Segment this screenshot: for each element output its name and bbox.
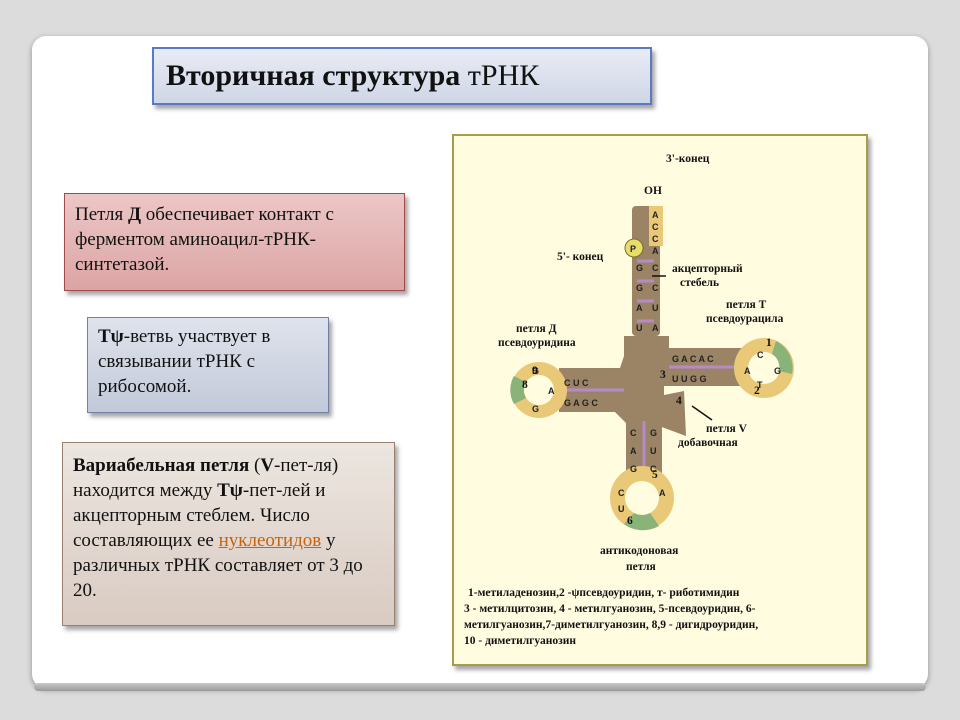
svg-text:A: A: [744, 366, 751, 376]
svg-text:A: A: [659, 488, 666, 498]
svg-text:G A G C: G A G C: [564, 398, 598, 408]
svg-text:C: C: [652, 263, 659, 273]
svg-text:C: C: [630, 428, 637, 438]
svg-text:U: U: [636, 323, 643, 333]
acceptor-label-2: стебель: [680, 277, 719, 289]
t-branch-note-text: -ветвь участвует в связывании тРНК с риб…: [98, 326, 271, 397]
t-loop-label-1: петля Т: [726, 299, 767, 311]
d-loop-label-2: псевдоуридина: [498, 337, 576, 349]
slide-title: Вторичная структура тРНК: [152, 47, 652, 105]
mod-1: 1: [766, 337, 772, 349]
d-loop-note-text: обеспечивает контакт с ферментом аминоац…: [75, 204, 334, 275]
variable-loop-bold1: Вариабельная петля: [73, 455, 250, 476]
svg-text:A: A: [652, 210, 659, 220]
end5-label: 5'- конец: [557, 251, 604, 263]
variable-loop-note: Вариабельная петля (V-пет-ля) находится …: [62, 442, 395, 626]
svg-text:G: G: [650, 428, 657, 438]
svg-text:C U C: C U C: [564, 378, 589, 388]
mod-2: 2: [754, 385, 760, 397]
variable-loop-t4: у различных тРНК составляет от 3 до 20.: [73, 530, 363, 601]
t-branch-note-bold: Тψ: [98, 326, 124, 347]
svg-text:T: T: [757, 380, 763, 390]
variable-loop-bold2: V: [260, 455, 275, 476]
v-loop-label-2: добавочная: [678, 437, 738, 449]
d-loop-label-1: петля Д: [516, 323, 557, 335]
t-branch-note: Тψ-ветвь участвует в связывании тРНК с р…: [87, 317, 329, 413]
svg-text:A: A: [630, 446, 637, 456]
svg-text:U: U: [652, 303, 659, 313]
legend-line-1: 1-метиладенозин,2 -ψпсевдоуридин, т- риб…: [468, 587, 740, 599]
d-loop-note: Петля Д обеспечивает контакт с ферментом…: [64, 193, 405, 291]
svg-text:A: A: [548, 386, 555, 396]
legend-line-2: 3 - метилцитозин, 4 - метилгуанозин, 5-п…: [464, 603, 756, 615]
variable-loop-t3: -пет-лей и акцепторным стеблем. Число со…: [73, 480, 326, 551]
v-loop-label-1: петля V: [706, 423, 748, 435]
acceptor-end: [649, 206, 663, 246]
slide-bottom-bar: [34, 683, 926, 691]
svg-text:U: U: [618, 504, 625, 514]
svg-text:G: G: [630, 464, 637, 474]
svg-text:C: C: [652, 283, 659, 293]
legend-line-3: метилгуанозин,7-диметилгуанозин, 8,9 - д…: [464, 619, 758, 631]
variable-loop-t2: -пет-ля) находится между: [73, 455, 339, 501]
svg-text:C: C: [757, 350, 764, 360]
svg-text:C: C: [618, 488, 625, 498]
legend-line-4: 10 - диметилгуанозин: [464, 635, 576, 647]
svg-text:G: G: [532, 404, 539, 414]
title-rest: тРНК: [460, 59, 540, 92]
d-loop-note-pre: Петля: [75, 204, 128, 225]
anticodon-label-2: петля: [626, 561, 656, 573]
title-bold: Вторичная структура: [166, 59, 461, 92]
end3-label: 3'-конец: [666, 153, 710, 165]
acceptor-label-1: акцепторный: [672, 263, 743, 275]
svg-text:G: G: [636, 263, 643, 273]
variable-loop-bold3: Тψ: [217, 480, 243, 501]
nucleotides-link[interactable]: нуклеотидов: [218, 530, 322, 551]
svg-text:G: G: [532, 366, 539, 376]
v-loop-arrow: [691, 405, 713, 421]
svg-text:A: A: [652, 246, 659, 256]
phosphate-label: P: [630, 244, 636, 254]
svg-text:A: A: [636, 303, 643, 313]
mod-8: 8: [522, 379, 528, 391]
mod-4: 4: [676, 395, 682, 407]
phosphate-icon: [624, 238, 644, 258]
svg-text:C: C: [650, 464, 657, 474]
svg-text:G: G: [636, 283, 643, 293]
svg-text:G A C A C: G A C A C: [672, 354, 714, 364]
svg-text:U U G G: U U G G: [672, 374, 707, 384]
svg-text:G: G: [774, 366, 781, 376]
oh-label: OH: [644, 185, 662, 197]
variable-loop: [659, 391, 686, 436]
svg-text:A: A: [652, 323, 659, 333]
svg-text:C: C: [652, 222, 659, 232]
variable-loop-t1: (: [249, 455, 261, 476]
d-loop-note-bold: Д: [127, 204, 142, 225]
anticodon-label-1: антикодоновая: [600, 545, 678, 557]
mod-5: 5: [652, 469, 658, 481]
t-loop-label-2: псевдоурацила: [706, 313, 784, 325]
svg-text:U: U: [650, 446, 657, 456]
svg-text:C: C: [652, 234, 659, 244]
mod-9: 9: [532, 365, 538, 377]
mod-6: 6: [627, 515, 633, 527]
mod-3: 3: [660, 369, 666, 381]
